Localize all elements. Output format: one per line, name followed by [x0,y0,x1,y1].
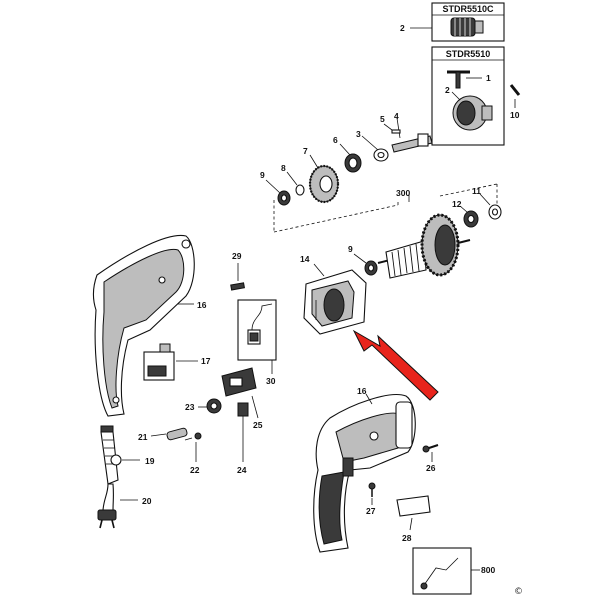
callout-5: 5 [380,114,385,124]
keyed-chuck-icon [452,95,493,131]
plug-connector-icon [237,402,249,452]
power-plug-icon [97,483,117,529]
callout-12: 12 [452,199,462,209]
callout-2a: 2 [400,23,405,33]
washer-3-icon [373,148,389,162]
callout-11: 11 [472,186,481,196]
housing-half-icon [92,234,195,417]
screw-22-icon [184,432,202,441]
stdr5510c-label: STDR5510C [442,4,494,14]
stdr5510-label: STDR5510 [446,49,491,59]
callout-3: 3 [356,129,361,139]
callout-9b: 9 [348,244,353,254]
brush-holder-box [237,299,277,361]
callout-8: 8 [281,163,286,173]
gear-7-icon [308,164,340,204]
spindle-icon [391,133,433,153]
callout-6: 6 [333,135,338,145]
armature-bracket [273,183,498,233]
screw-27-icon [368,482,376,497]
washer-11-icon [488,204,502,220]
drill-assembly-icon [313,394,416,553]
bearing-12-icon [463,210,479,228]
keyless-chuck-icon [450,17,484,37]
screw-26-icon [422,444,439,453]
field-stator-icon [303,269,367,335]
callout-800: 800 [481,565,495,575]
capacitor-25-icon [221,367,257,397]
callout-16b: 16 [357,386,367,396]
callout-1: 1 [486,73,491,83]
chuck-key-icon [447,70,470,89]
callout-24: 24 [237,465,247,475]
switch-17-icon [143,343,175,381]
callout-29: 29 [232,251,242,261]
callout-7: 7 [303,146,308,156]
callout-22: 22 [190,465,200,475]
stdr5510-box: STDR5510 [431,46,505,146]
callout-30: 30 [266,376,276,386]
key-5-icon [391,129,401,134]
callout-26: 26 [426,463,436,473]
accessory-box [412,547,472,595]
knob-23-icon [206,398,222,414]
bearing-6-icon [344,153,362,173]
brush-29-icon [230,282,245,291]
cord-clamp-icon [166,427,188,441]
callout-4: 4 [394,111,399,121]
callout-300: 300 [396,188,410,198]
callout-28: 28 [402,533,412,543]
callout-25: 25 [253,420,263,430]
callout-19: 19 [145,456,155,466]
callout-23: 23 [185,402,195,412]
callout-16a: 16 [197,300,207,310]
washer-8-icon [295,184,305,196]
bearing-9a-icon [277,190,291,206]
callout-14: 14 [300,254,310,264]
callout-9a: 9 [260,170,265,180]
red-arrow-icon [352,329,439,401]
callout-17: 17 [201,356,211,366]
label-plate-icon [396,495,431,517]
callout-10: 10 [510,110,520,120]
callout-27: 27 [366,506,376,516]
callout-2b: 2 [445,85,450,95]
cord-guard-icon [100,425,122,485]
callout-20: 20 [142,496,152,506]
screw-10-icon [509,84,521,96]
stdr5510c-box: STDR5510C [431,2,505,42]
armature-icon [377,213,471,279]
callout-21: 21 [138,432,148,442]
bearing-9b-icon [364,260,378,276]
copyright-mark: © [514,587,523,597]
